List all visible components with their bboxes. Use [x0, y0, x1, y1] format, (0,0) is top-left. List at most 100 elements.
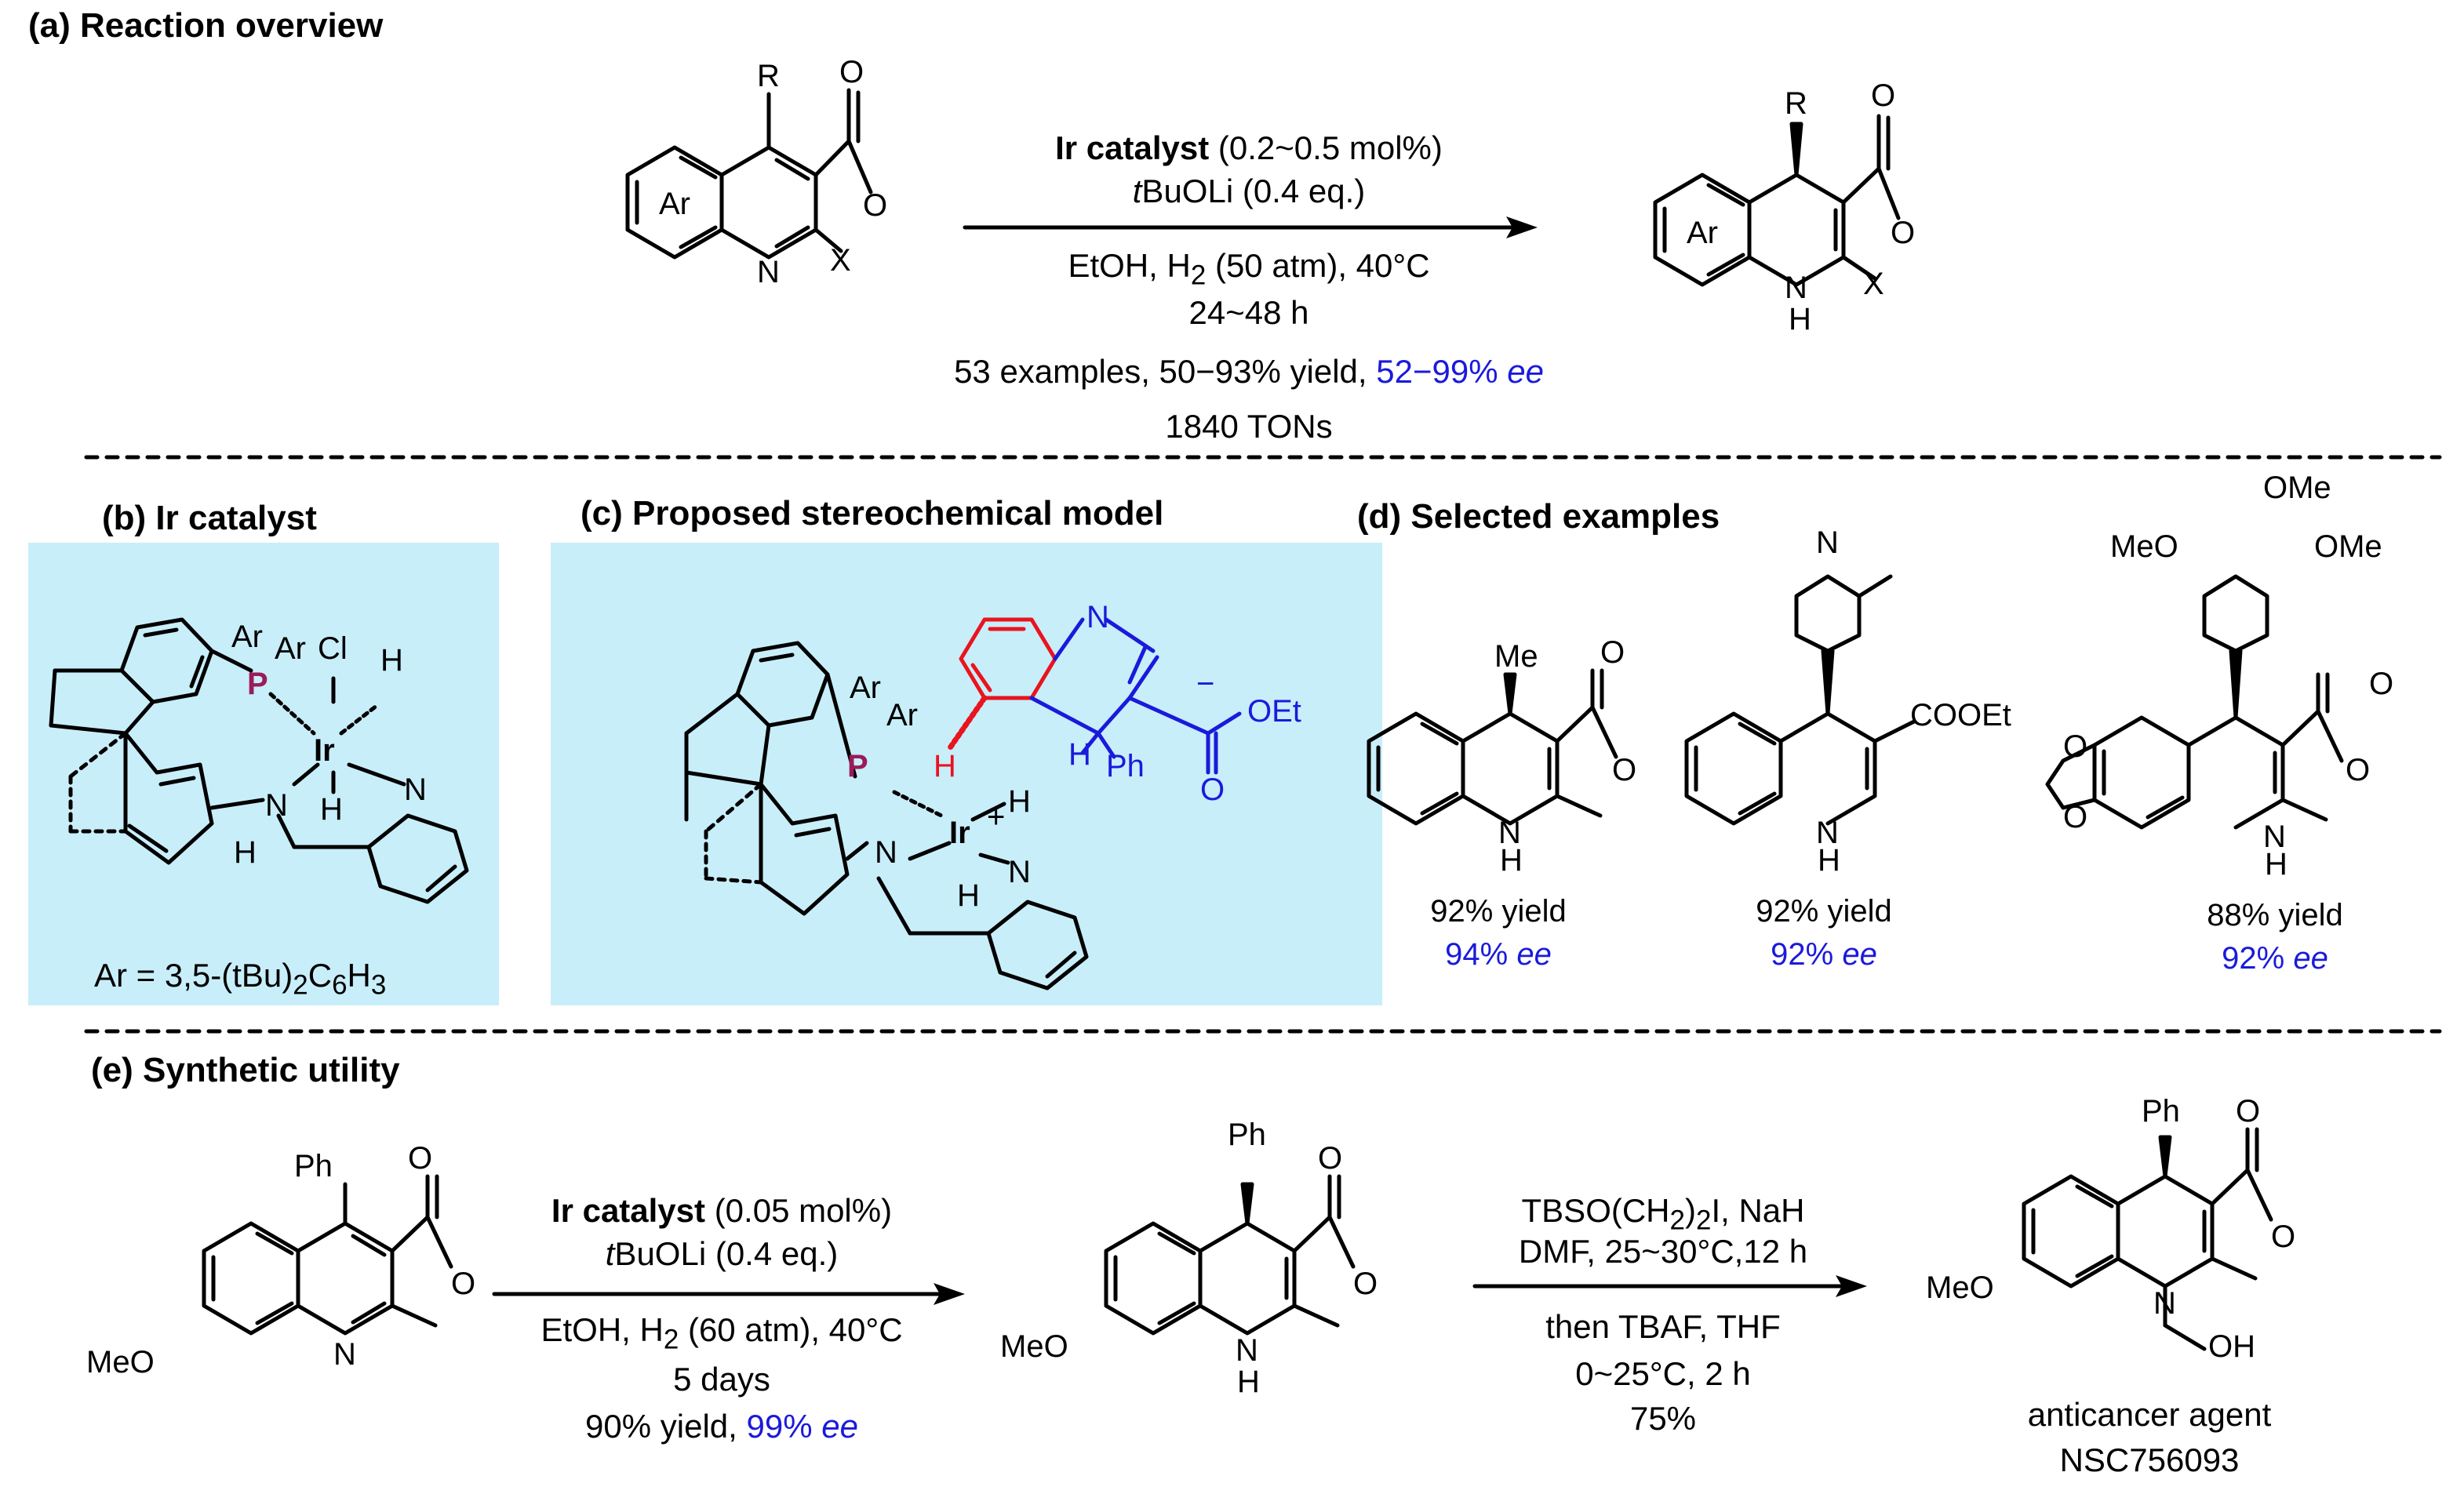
- example-3-atom-O-ring: O: [2346, 753, 2371, 787]
- overview-time: 24~48 h: [1188, 294, 1309, 331]
- example-3-atom-O-2: O: [2063, 800, 2088, 834]
- utility-mid-MeO: MeO: [1000, 1329, 1068, 1364]
- model-atom-O: O: [1200, 772, 1225, 807]
- utility-start-N: N: [333, 1337, 356, 1372]
- utility-step1-base: tBuOLi (0.4 eq.): [605, 1235, 839, 1272]
- model-atom-N-amine: N: [875, 835, 897, 870]
- model-charge-plus: +: [987, 800, 1006, 834]
- model-structure: [684, 617, 1242, 991]
- utility-start-MeO: MeO: [86, 1345, 155, 1379]
- utility-product-O-ring: O: [2271, 1220, 2296, 1254]
- atom-Ar-1: Ar: [231, 620, 263, 654]
- catalyst-ar-definition: Ar = 3,5-(tBu)2C6H3: [94, 957, 387, 1001]
- section-e-title: (e) Synthetic utility: [91, 1051, 400, 1089]
- example-2-atom-H: H: [1818, 843, 1840, 878]
- model-atom-H-interaction: H: [934, 749, 956, 783]
- example-1-atom-O-ring: O: [1612, 753, 1637, 787]
- model-atom-Ar-2: Ar: [886, 698, 918, 732]
- atom-N-amine: N: [265, 788, 288, 823]
- utility-start-O-ring: O: [451, 1267, 476, 1301]
- atom-O-ring-product: O: [1891, 216, 1916, 250]
- utility-start-O-carbonyl: O: [408, 1141, 433, 1176]
- atom-P: P: [247, 667, 268, 701]
- utility-mid-O-carbonyl: O: [1318, 1141, 1343, 1176]
- section-d-title: (d) Selected examples: [1357, 497, 1720, 536]
- utility-step2-yield: 75%: [1629, 1400, 1697, 1437]
- model-atom-N-pyridine: N: [1008, 855, 1031, 889]
- utility-mid-O-ring: O: [1353, 1267, 1378, 1301]
- utility-step2-temp: 0~25°C, 2 h: [1575, 1355, 1751, 1392]
- catalyst-structure: [49, 617, 469, 904]
- model-atom-Ph: Ph: [1106, 749, 1145, 783]
- model-atom-N-quinoline: N: [1086, 600, 1109, 634]
- model-atom-OEt: OEt: [1247, 694, 1301, 729]
- model-charge-minus: −: [1196, 667, 1215, 701]
- section-a-title: (a) Reaction overview: [28, 6, 384, 45]
- utility-mid-N: N: [1236, 1333, 1258, 1368]
- atom-X: X: [830, 243, 851, 278]
- example-3-sub-MeO: MeO: [2110, 529, 2178, 564]
- example-2-yield: 92% yield: [1756, 894, 1892, 929]
- utility-product-label-2: NSC756093: [2059, 1441, 2240, 1478]
- model-atom-P: P: [847, 749, 868, 783]
- atom-O-carbonyl: O: [839, 55, 864, 89]
- example-3-ee: 92% ee: [2222, 941, 2328, 976]
- example-2-atom-N-pyridine: N: [1816, 525, 1839, 560]
- model-atom-H-1: H: [1008, 784, 1031, 819]
- overview-catalyst: Ir catalyst (0.2~0.5 mol%): [1055, 129, 1443, 166]
- example-3-sub-OMe-right: OMe: [2314, 529, 2382, 564]
- atom-R-product: R: [1785, 86, 1807, 121]
- model-atom-H-stereo: H: [1068, 737, 1091, 772]
- model-atom-Ar-1: Ar: [850, 671, 881, 705]
- example-2-atom-N: N: [1816, 816, 1839, 850]
- atom-O-ring: O: [863, 188, 888, 223]
- example-1-atom-N: N: [1498, 816, 1521, 850]
- utility-step1-time: 5 days: [673, 1361, 770, 1398]
- atom-Cl: Cl: [318, 631, 348, 666]
- model-atom-H-2: H: [957, 878, 980, 913]
- overview-conditions: EtOH, H2 (50 atm), 40°C: [1068, 247, 1430, 291]
- example-3-structure: [2045, 574, 2344, 830]
- example-1-sub-Me: Me: [1494, 639, 1538, 674]
- example-3-atom-O-1: O: [2063, 729, 2088, 764]
- utility-step1-conditions: EtOH, H2 (60 atm), 40°C: [540, 1311, 903, 1355]
- utility-step1-yield: 90% yield, 99% ee: [585, 1408, 858, 1445]
- utility-step2-then: then TBAF, THF: [1545, 1308, 1781, 1345]
- utility-product-structure: [2022, 1127, 2273, 1351]
- overview-scope: 53 examples, 50−93% yield, 52−99% ee: [954, 353, 1544, 390]
- example-3-atom-H: H: [2265, 847, 2287, 881]
- atom-N: N: [757, 255, 780, 289]
- section-b-title: (b) Ir catalyst: [102, 499, 317, 537]
- utility-step2-reagent: TBSO(CH2)2I, NaH: [1521, 1192, 1805, 1236]
- atom-N-pyridine: N: [404, 772, 427, 807]
- utility-mid-Ph: Ph: [1228, 1118, 1266, 1152]
- example-1-structure: [1367, 668, 1618, 826]
- utility-start-Ph: Ph: [294, 1149, 333, 1183]
- utility-start-structure: [202, 1174, 453, 1336]
- utility-product-N: N: [2153, 1286, 2176, 1321]
- utility-product-Ph: Ph: [2142, 1094, 2180, 1129]
- example-3-yield: 88% yield: [2207, 898, 2343, 932]
- utility-product-OH: OH: [2208, 1329, 2255, 1364]
- utility-step1-catalyst: Ir catalyst (0.05 mol%): [551, 1192, 893, 1229]
- label-Ar-product: Ar: [1687, 216, 1718, 250]
- atom-H-top: H: [380, 643, 403, 678]
- atom-O-carbonyl-product: O: [1871, 78, 1896, 113]
- example-1-ee: 94% ee: [1445, 937, 1552, 972]
- product-structure: [1653, 114, 1901, 287]
- atom-H-product: H: [1789, 302, 1811, 336]
- atom-H-amine: H: [234, 835, 257, 870]
- atom-R: R: [757, 59, 780, 93]
- example-2-ee: 92% ee: [1771, 937, 1877, 972]
- utility-mid-H: H: [1237, 1365, 1260, 1399]
- section-c-title: (c) Proposed stereochemical model: [581, 494, 1164, 533]
- overview-ton: 1840 TONs: [1165, 408, 1333, 445]
- catalyst-panel: [28, 543, 499, 1005]
- label-Ar: Ar: [659, 187, 690, 221]
- example-3-atom-N: N: [2263, 820, 2286, 854]
- utility-product-O-carbonyl: O: [2236, 1094, 2261, 1129]
- example-3-atom-O-carbonyl: O: [2369, 667, 2394, 701]
- utility-product-MeO: MeO: [1926, 1270, 1994, 1305]
- example-2-sub-COOEt: COOEt: [1910, 698, 2011, 732]
